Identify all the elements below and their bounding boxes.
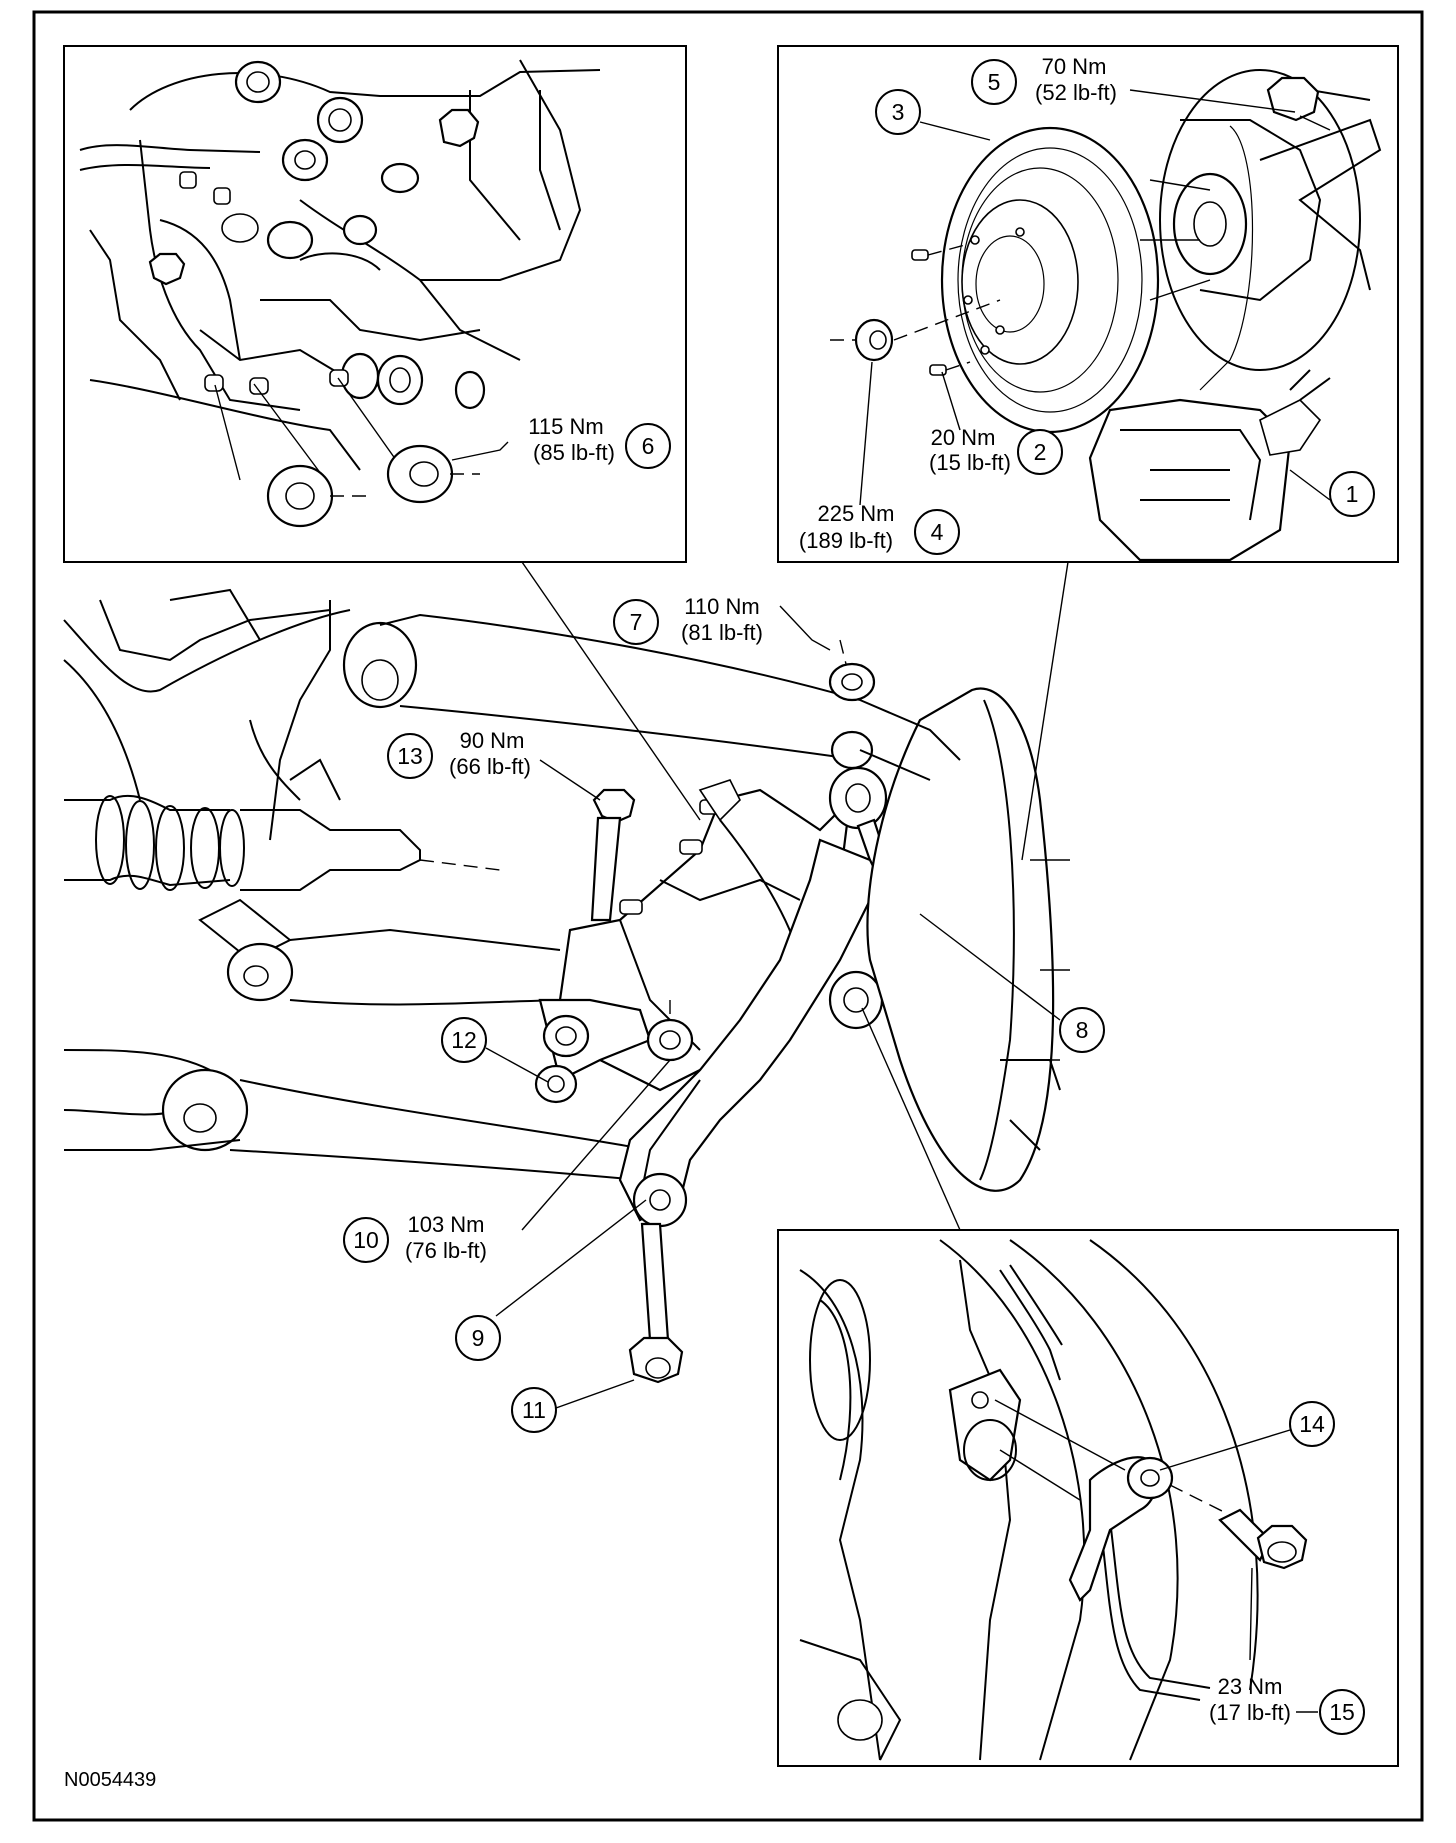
callout-11: 11 xyxy=(511,1379,635,1433)
callout-number: 9 xyxy=(472,1325,485,1351)
callout-3: 3 xyxy=(875,89,991,141)
callout-number: 12 xyxy=(451,1027,477,1053)
callout-15: 15 23 Nm (17 lb-ft) xyxy=(1209,1567,1365,1735)
torque-lbft: (52 lb-ft) xyxy=(1035,80,1117,105)
callout-13: 13 90 Nm (66 lb-ft) xyxy=(387,728,601,801)
detail-panel-top-right xyxy=(777,45,1399,563)
callout-number: 15 xyxy=(1329,1699,1355,1725)
callout-number: 14 xyxy=(1299,1411,1325,1437)
callout-number: 1 xyxy=(1346,481,1359,507)
torque-nm: 115 Nm xyxy=(528,414,603,439)
torque-lbft: (189 lb-ft) xyxy=(799,528,893,553)
callout-5: 5 70 Nm (52 lb-ft) xyxy=(971,54,1296,113)
callout-6: 6 115 Nm (85 lb-ft) xyxy=(451,414,671,469)
callout-number: 11 xyxy=(522,1397,546,1423)
callout-number: 4 xyxy=(931,519,944,545)
torque-nm: 90 Nm xyxy=(460,728,525,753)
torque-lbft: (76 lb-ft) xyxy=(405,1238,487,1263)
torque-nm: 70 Nm xyxy=(1042,54,1107,79)
callout-number: 5 xyxy=(988,69,1001,95)
figure-id: N0054439 xyxy=(64,1769,156,1791)
callout-number: 13 xyxy=(397,743,423,769)
callout-number: 6 xyxy=(642,433,655,459)
detail-panel-bottom-right xyxy=(777,1229,1399,1767)
callout-1: 1 xyxy=(1289,469,1375,517)
torque-nm: 225 Nm xyxy=(817,501,894,526)
torque-nm: 103 Nm xyxy=(407,1212,484,1237)
callout-number: 8 xyxy=(1076,1017,1089,1043)
callout-number: 10 xyxy=(353,1227,379,1253)
callout-number: 2 xyxy=(1034,439,1047,465)
torque-nm: 110 Nm xyxy=(684,594,759,619)
torque-lbft: (85 lb-ft) xyxy=(533,440,615,465)
torque-lbft: (17 lb-ft) xyxy=(1209,1700,1291,1725)
callout-8: 8 xyxy=(919,913,1105,1053)
main-assembly xyxy=(63,561,1070,1384)
detail-panel-top-left xyxy=(63,45,687,563)
callout-7: 7 110 Nm (81 lb-ft) xyxy=(613,594,831,651)
callout-number: 3 xyxy=(892,99,905,125)
callout-number: 7 xyxy=(630,609,643,635)
callout-10: 10 103 Nm (76 lb-ft) xyxy=(343,1059,671,1263)
callout-12: 12 xyxy=(441,1017,549,1083)
outer-frame xyxy=(32,10,1424,1822)
callout-14: 14 xyxy=(1159,1401,1335,1471)
torque-lbft: (15 lb-ft) xyxy=(929,450,1011,475)
callout-2: 2 20 Nm (15 lb-ft) xyxy=(929,371,1063,475)
torque-nm: 23 Nm xyxy=(1218,1674,1283,1699)
callout-4: 4 225 Nm (189 lb-ft) xyxy=(799,361,960,555)
torque-lbft: (66 lb-ft) xyxy=(449,754,531,779)
torque-nm: 20 Nm xyxy=(931,425,996,450)
callout-9: 9 xyxy=(455,1199,647,1361)
torque-lbft: (81 lb-ft) xyxy=(681,620,763,645)
